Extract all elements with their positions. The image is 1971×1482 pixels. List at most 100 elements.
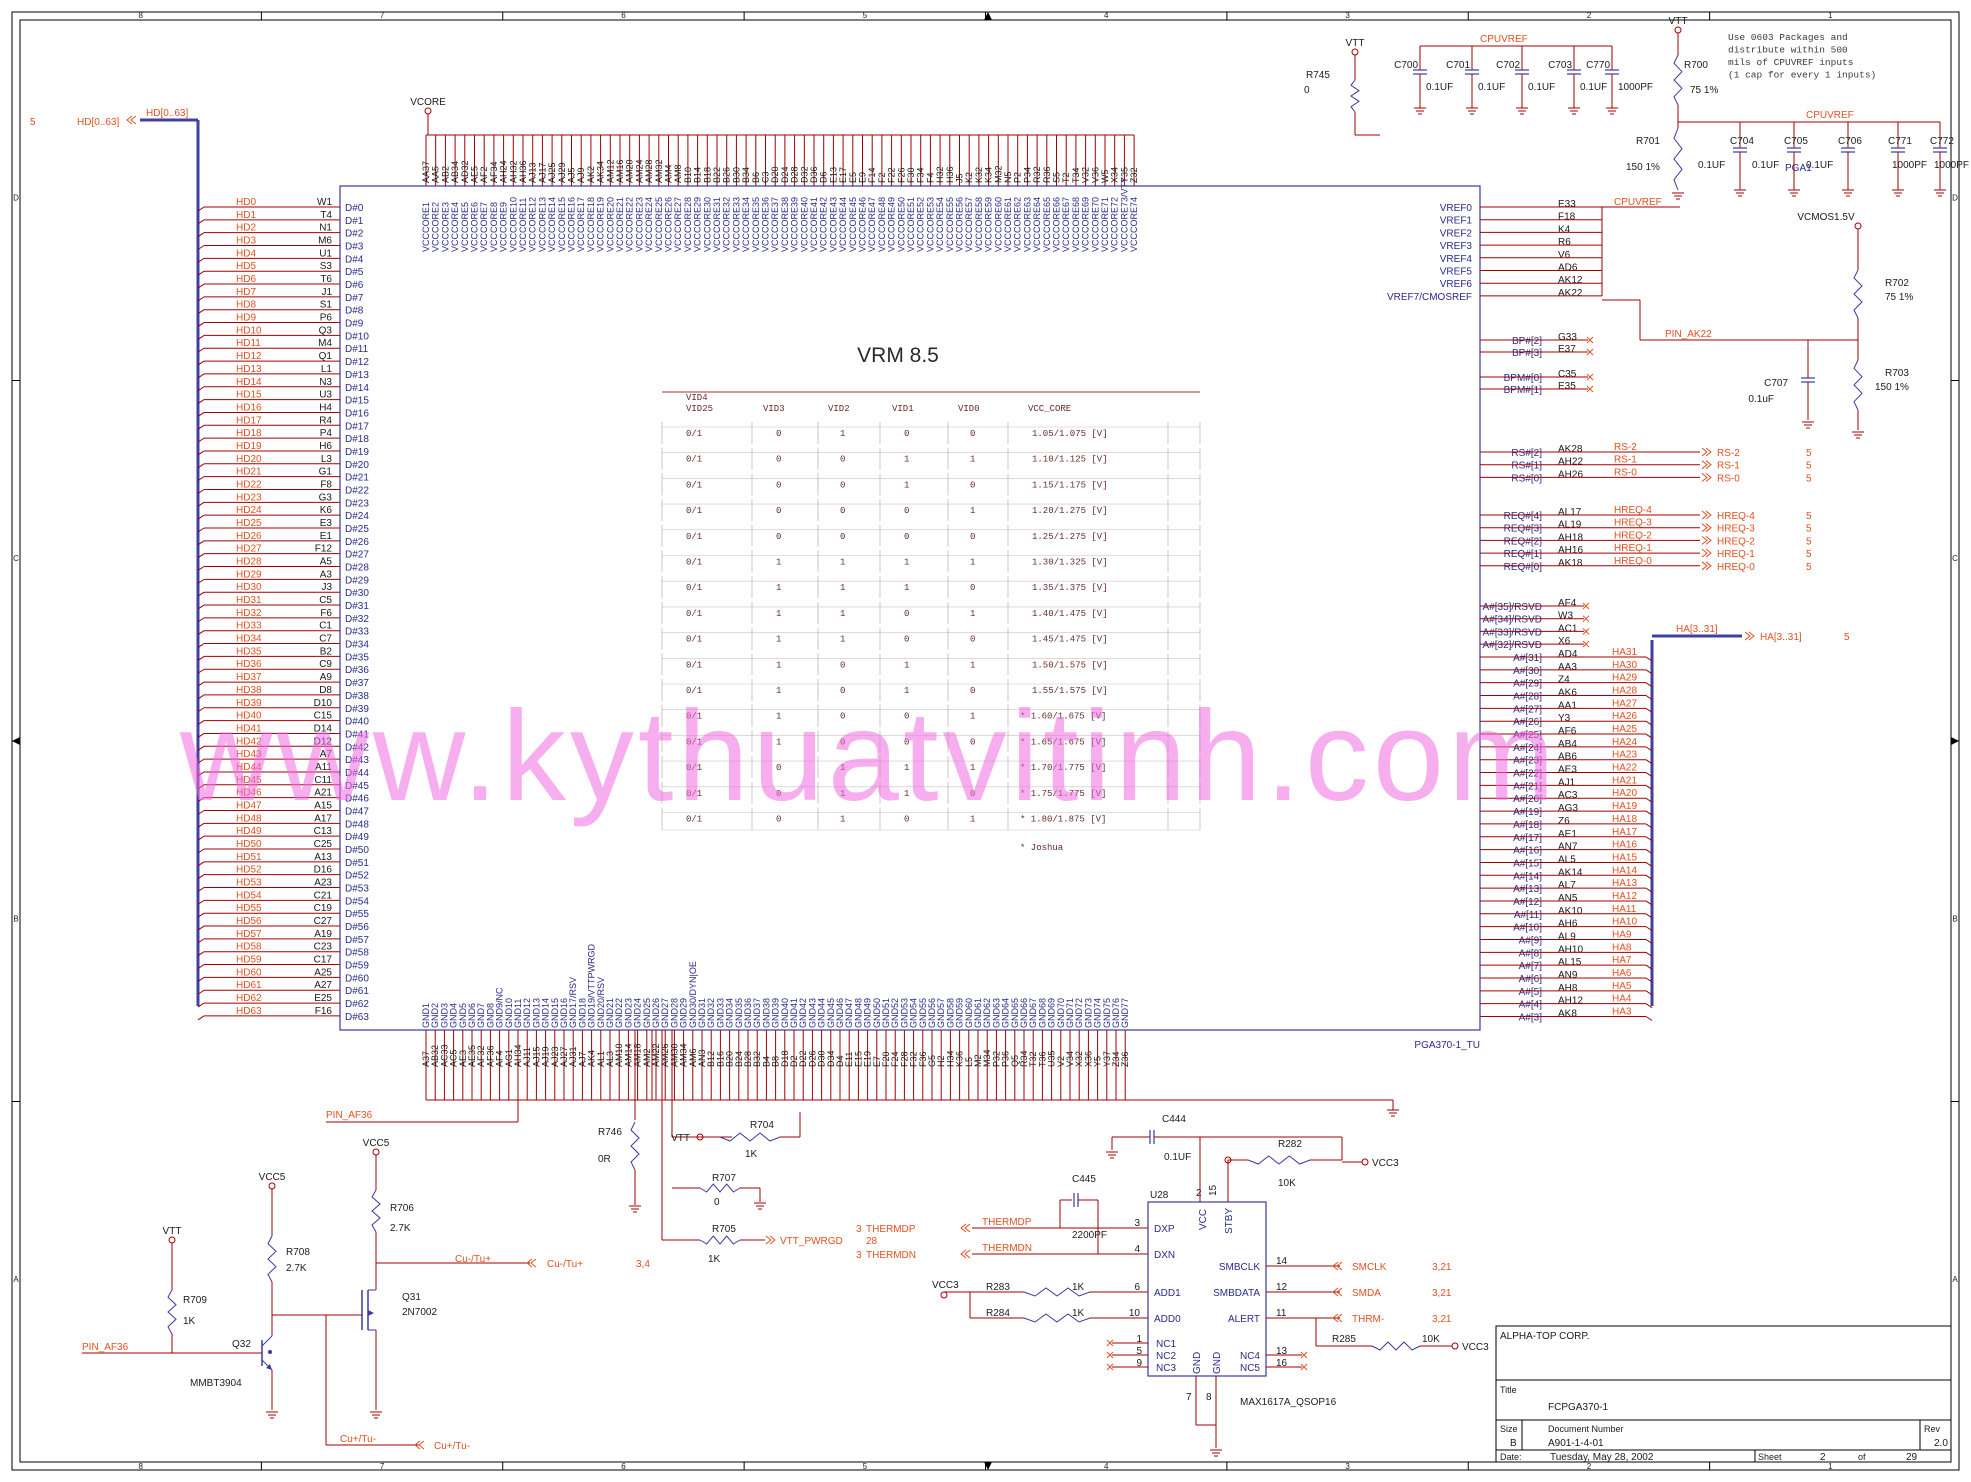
pin-number: E5: [848, 172, 858, 183]
table-cell: 0/1: [686, 583, 702, 593]
net-label: HD45: [236, 775, 262, 786]
vref-network: VTTR7450CPUVREFC7000.1UFC7010.1UFC7020.1…: [1304, 16, 1969, 439]
pin-name: GND7: [476, 1003, 486, 1028]
power-symbol-icon: [372, 1148, 380, 1156]
pin-name: A#[19]: [1513, 807, 1542, 818]
net-label: HA19: [1612, 801, 1637, 812]
table-cell: 0: [970, 480, 975, 490]
pin-name: GND23: [623, 998, 633, 1028]
ref-designator: C771: [1888, 136, 1912, 147]
pin-name: D#31: [345, 601, 369, 612]
pin-name: D#60: [345, 973, 369, 984]
pin-name: GND24: [633, 998, 643, 1028]
pin-name: D#29: [345, 575, 369, 586]
pin-name: GND12: [522, 998, 532, 1028]
table-cell: 0/1: [686, 506, 702, 516]
pin-name: VCCCORE54: [935, 197, 945, 252]
pin-name: GND: [1192, 1352, 1203, 1374]
pin-number: B30: [731, 167, 741, 183]
pin-number: AC1: [1558, 623, 1578, 634]
pin-name: VCCCORE66: [1052, 197, 1062, 252]
pin-name: D#63: [345, 1012, 369, 1023]
pin-name: D#26: [345, 537, 369, 548]
bus-entry: [1645, 849, 1653, 855]
pin-name: VCCCORE28: [683, 197, 693, 252]
table-cell: * 1.60/1.675 [V]: [1020, 712, 1106, 722]
ref-designator: R706: [390, 1203, 414, 1214]
pin-number: AJ23: [550, 1046, 560, 1067]
bus-entry: [197, 758, 205, 764]
resistor-symbol: [699, 1183, 741, 1193]
bus-entry: [197, 514, 205, 520]
table-cell: 1: [970, 609, 975, 619]
pin-name: GND25: [642, 998, 652, 1028]
ref-designator: C701: [1446, 60, 1470, 71]
pin-name: D#56: [345, 922, 369, 933]
column-label: 7: [380, 1462, 385, 1471]
pin-number: AL17: [1558, 507, 1582, 518]
component-value: 0.1UF: [1478, 82, 1505, 93]
net-label: HA26: [1612, 711, 1637, 722]
port-arrow-icon: [1701, 447, 1712, 457]
cpu-part: PGA370-1_TU: [1414, 1040, 1480, 1051]
net-label: HD13: [236, 364, 262, 375]
pin-number: AL3: [605, 1051, 615, 1067]
bus-entry: [197, 912, 205, 918]
table-cell: 1.30/1.325 [V]: [1032, 558, 1108, 568]
pin-name: VCCCORE32: [722, 197, 732, 252]
table-cell: 1: [840, 815, 845, 825]
bus-entry: [197, 476, 205, 482]
pin-name: VCCCORE21: [615, 197, 625, 252]
bus-entry: [197, 874, 205, 880]
pin-name: ALERT: [1228, 1314, 1260, 1325]
net-label: THERMDN: [866, 1250, 916, 1261]
pin-number: M4: [318, 338, 332, 349]
row-label: D: [13, 193, 19, 202]
column-label: 1: [1828, 1462, 1833, 1471]
table-cell: 1.50/1.575 [V]: [1032, 660, 1108, 670]
pin-name: NC4: [1240, 1351, 1260, 1362]
table-note: * Joshua: [1020, 843, 1064, 853]
bus-entry: [197, 360, 205, 366]
component-value: 0.1UF: [1528, 82, 1555, 93]
pin-name: A#[32]/RSVD: [1483, 640, 1542, 651]
bus-entry: [197, 951, 205, 957]
sheet-ref: 5: [1844, 632, 1850, 643]
bus-entry: [1645, 823, 1653, 829]
pin-name: D#57: [345, 935, 369, 946]
pin-name: GND37: [752, 998, 762, 1028]
pin-name: GND63: [991, 998, 1001, 1028]
bus-entry: [197, 848, 205, 854]
power-symbol-icon: [1854, 222, 1862, 230]
table-cell: 0: [840, 737, 845, 747]
pin-number: AB6: [1558, 752, 1577, 763]
no-connect-icon: [1300, 1363, 1308, 1371]
pin-name: REQ#[2]: [1504, 536, 1543, 547]
pin-number: G3: [319, 492, 333, 503]
pin-name: VCCCORE29: [693, 197, 703, 252]
port-label: SMCLK: [1352, 1262, 1387, 1273]
pin-number: W3: [1558, 611, 1573, 622]
pin-name: GND72: [1074, 998, 1084, 1028]
ref-designator: R745: [1306, 70, 1330, 81]
ref-designator: C704: [1730, 136, 1754, 147]
pin-number: R34: [1019, 1050, 1029, 1067]
pin-name: VCCCORE35: [751, 197, 761, 252]
port-label: HREQ-3: [1717, 524, 1755, 535]
ref-designator: R701: [1636, 136, 1660, 147]
pin-name: GND20/RSV: [596, 977, 606, 1028]
pin-name: A#[14]: [1513, 871, 1542, 882]
pin-number: J3: [321, 582, 332, 593]
pin-number: T6: [320, 274, 332, 285]
pin-name: GND54: [909, 998, 919, 1028]
port-arrow-icon: [960, 1223, 971, 1233]
power-label: VTT: [163, 1226, 182, 1237]
table-cell: 0: [970, 635, 975, 645]
pin-number: Y35: [1119, 167, 1129, 183]
pin-number: S3: [320, 261, 333, 272]
pin-number: C11: [314, 775, 332, 786]
row-label: C: [1952, 554, 1958, 563]
power-symbol-icon: [1674, 26, 1682, 34]
pin-name: D#43: [345, 755, 369, 766]
